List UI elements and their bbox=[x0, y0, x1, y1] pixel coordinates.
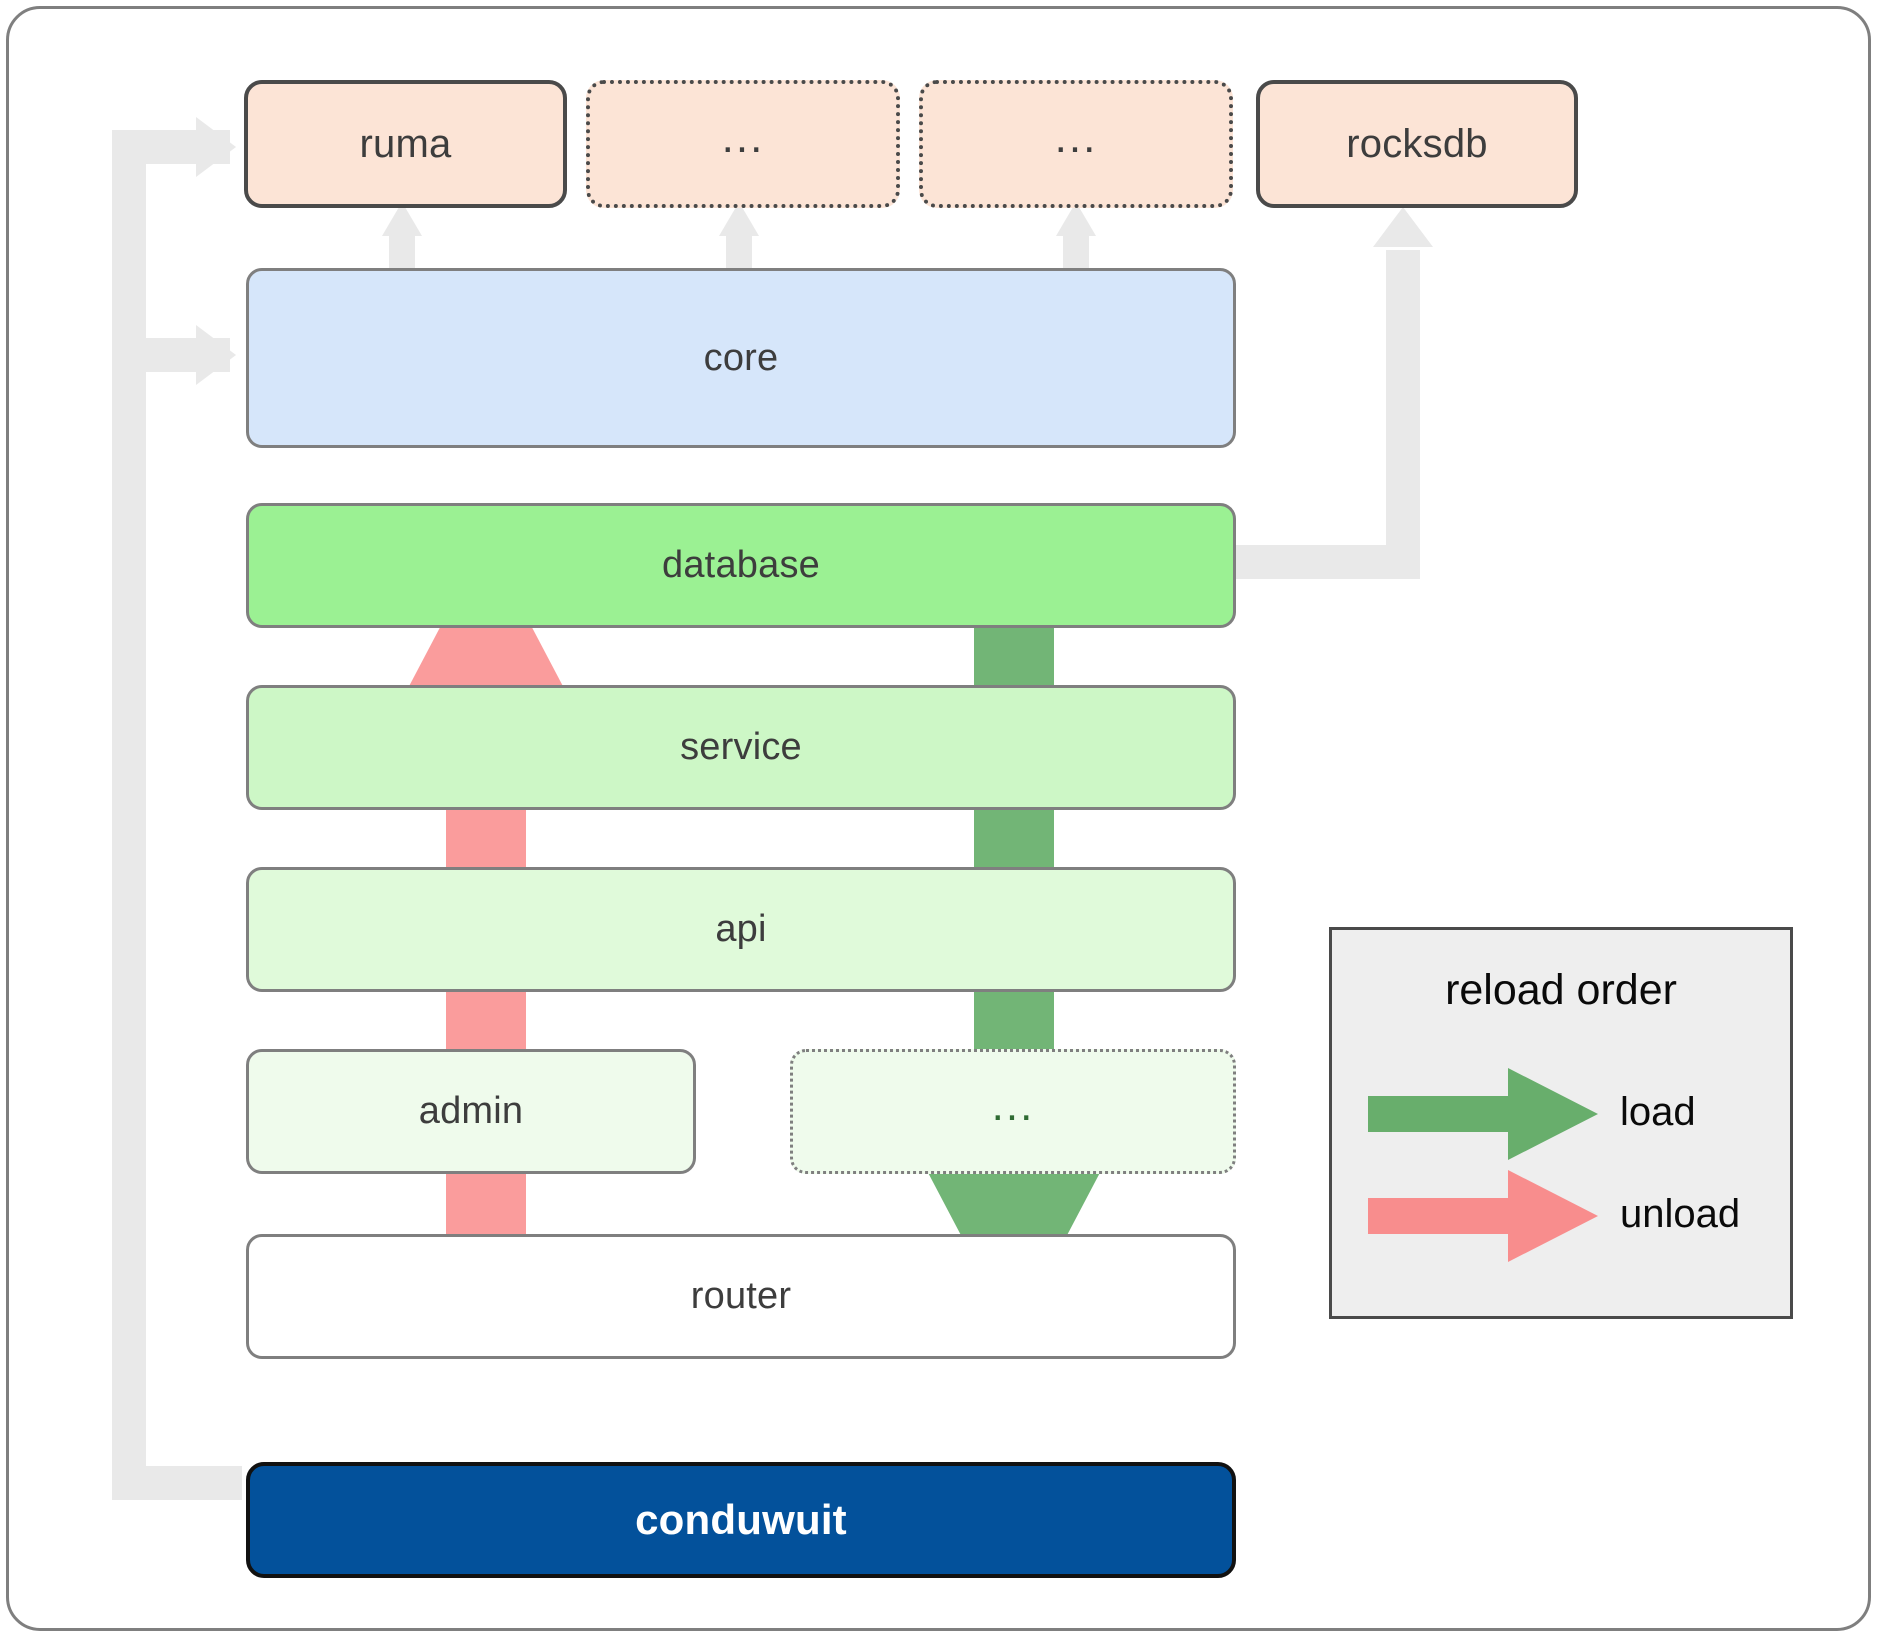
layer-label-database: database bbox=[662, 544, 820, 586]
dependency-label-ruma: ruma bbox=[359, 121, 452, 166]
layer-box-database[interactable]: database bbox=[246, 503, 1236, 628]
layer-box-api[interactable]: api bbox=[246, 867, 1236, 992]
grey-arrow-core-icon bbox=[196, 325, 236, 385]
layer-box-core[interactable]: core bbox=[246, 268, 1236, 448]
layer-label-api: api bbox=[715, 908, 767, 950]
layer-label-router: router bbox=[690, 1275, 792, 1317]
diagram-frame bbox=[6, 6, 1871, 1631]
legend-unload-arrow-icon bbox=[1368, 1170, 1598, 1262]
grey-stub-dots1 bbox=[726, 236, 752, 270]
dependency-label-ellipsis-1: ... bbox=[721, 113, 765, 163]
layer-box-router[interactable]: router bbox=[246, 1234, 1236, 1359]
root-box-conduwuit[interactable]: conduwuit bbox=[246, 1462, 1236, 1578]
dependency-box-ruma[interactable]: ruma bbox=[244, 80, 567, 208]
layer-label-core: core bbox=[703, 336, 779, 379]
grey-stub-ruma bbox=[389, 236, 415, 270]
layer-label-ellipsis: ... bbox=[991, 1080, 1035, 1130]
dependency-label-rocksdb: rocksdb bbox=[1346, 121, 1488, 166]
dependency-box-ellipsis-1[interactable]: ... bbox=[586, 80, 900, 208]
legend-label-unload: unload bbox=[1620, 1192, 1741, 1236]
root-label-conduwuit: conduwuit bbox=[635, 1496, 847, 1543]
grey-spine-to-root bbox=[112, 1466, 242, 1500]
legend-label-load: load bbox=[1620, 1090, 1696, 1134]
grey-arrow-ruma-icon bbox=[196, 117, 236, 177]
layer-box-admin[interactable]: admin bbox=[246, 1049, 696, 1174]
legend-panel: reload order load unload bbox=[1329, 927, 1793, 1319]
layer-label-admin: admin bbox=[418, 1090, 524, 1132]
grey-spine-vertical bbox=[112, 130, 146, 1500]
grey-stub-dots2 bbox=[1063, 236, 1089, 270]
dependency-box-rocksdb[interactable]: rocksdb bbox=[1256, 80, 1578, 208]
grey-db-horizontal bbox=[1230, 545, 1420, 579]
legend-load-arrow-icon bbox=[1368, 1068, 1598, 1160]
layer-box-service[interactable]: service bbox=[246, 685, 1236, 810]
grey-arrow-rocksdb-icon bbox=[1373, 207, 1433, 247]
layer-box-ellipsis[interactable]: ... bbox=[790, 1049, 1236, 1174]
layer-label-service: service bbox=[680, 726, 802, 768]
dependency-label-ellipsis-2: ... bbox=[1054, 113, 1098, 163]
legend-title: reload order bbox=[1445, 966, 1677, 1014]
dependency-box-ellipsis-2[interactable]: ... bbox=[919, 80, 1233, 208]
grey-db-vertical bbox=[1386, 250, 1420, 550]
